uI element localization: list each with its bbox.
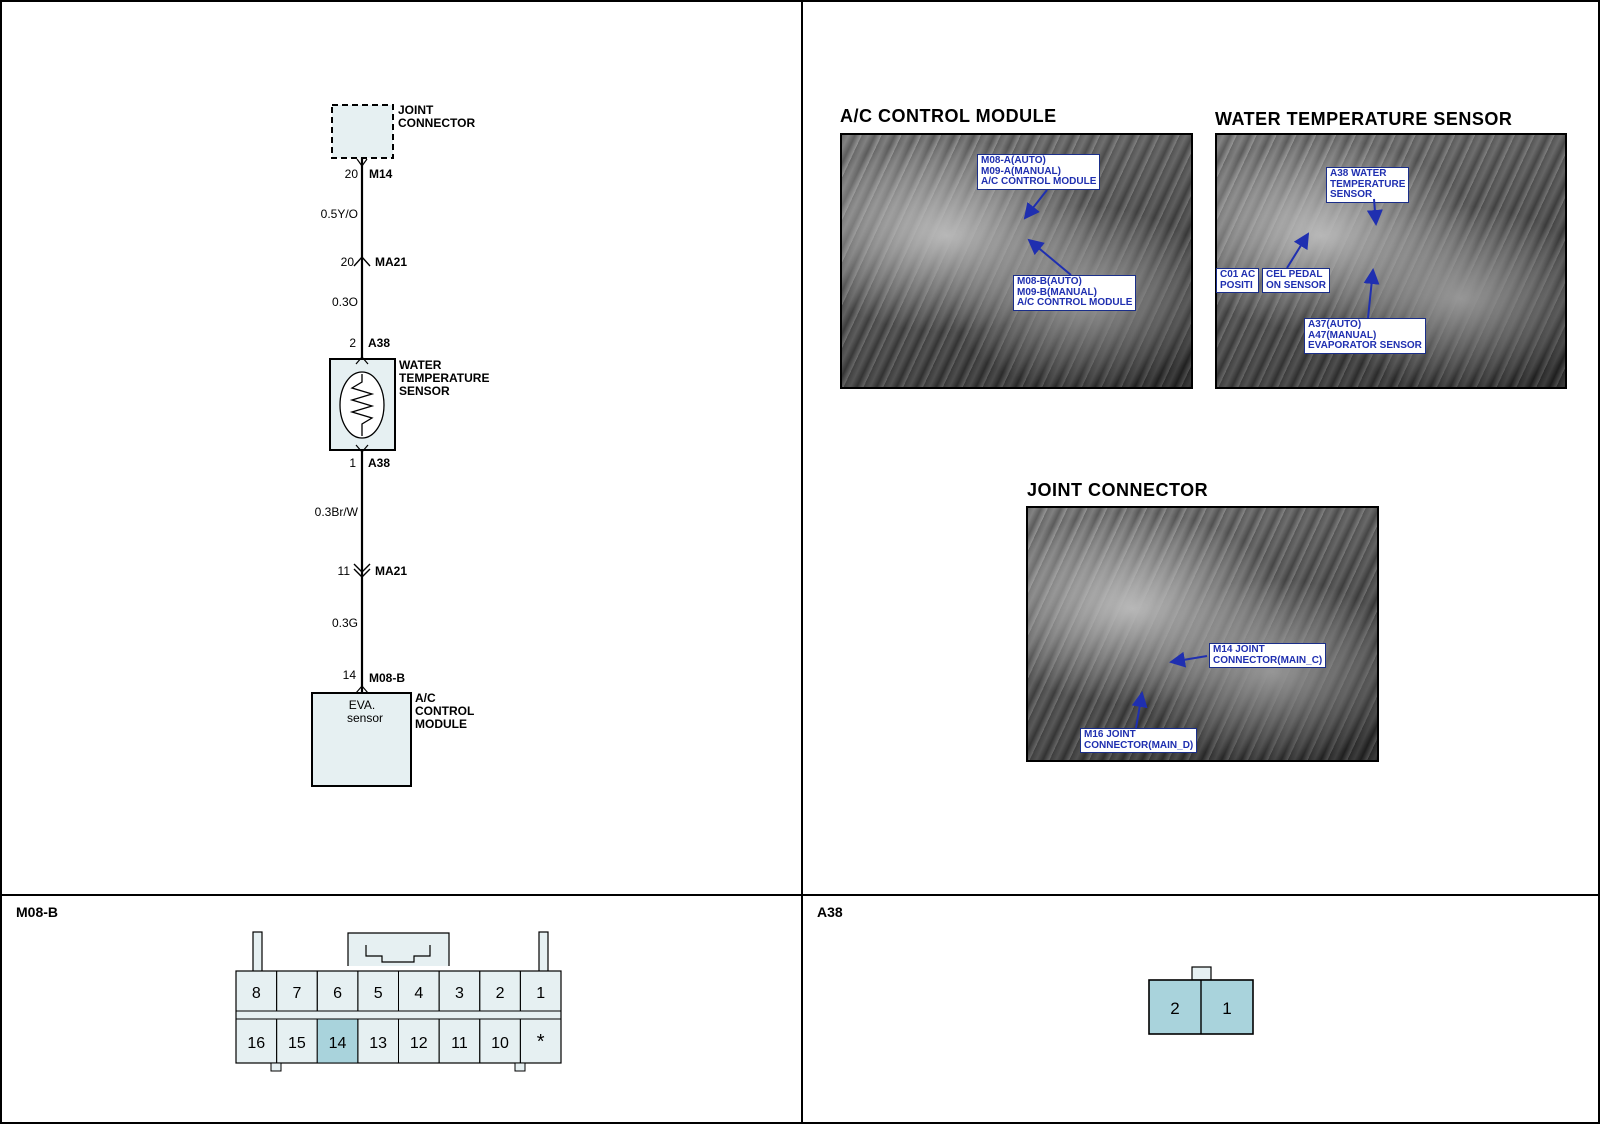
locking-tab <box>270 1062 282 1072</box>
guide-post <box>538 931 549 973</box>
pin-number: 8 <box>252 985 261 1002</box>
connector-m08b-diagram: 8 7 6 5 4 3 2 1 16 15 14 13 12 11 10 * <box>235 931 562 1072</box>
accel-sensor-callout-b: CEL PEDAL ON SENSOR <box>1262 268 1331 293</box>
arrow <box>1027 238 1072 276</box>
water-sensor-photo-title: WATER TEMPERATURE SENSOR <box>1215 109 1513 129</box>
joint-connector-label-2: CONNECTOR <box>398 116 475 130</box>
connector-a38-diagram: 2 1 <box>1148 966 1254 1035</box>
arrow <box>1169 651 1208 668</box>
arrow <box>1131 691 1148 729</box>
pin-number: 11 <box>451 1035 468 1052</box>
pin-number: 2 <box>349 336 356 350</box>
water-sensor-callout: A38 WATER TEMPERATURE SENSOR <box>1326 167 1410 203</box>
connector-id: M14 <box>369 167 393 181</box>
pin-number: 12 <box>410 1035 428 1052</box>
pin-number: 14 <box>329 1035 347 1052</box>
pin-cell <box>519 970 562 1012</box>
ac-module-callout-b: M08-B(AUTO) M09-B(MANUAL) A/C CONTROL MO… <box>1013 275 1137 311</box>
joint-connector-box <box>331 104 394 159</box>
pin-number: 5 <box>374 985 383 1002</box>
connector-m08b-panel: M08-B 8 7 6 5 4 3 2 1 16 15 14 13 12 11 10 * <box>0 894 803 1124</box>
schematic-diagram: JOINT CONNECTOR 20 M14 0.5Y/O 20 MA21 0.… <box>311 103 489 787</box>
sensor-label-1: WATER <box>399 358 442 372</box>
pin-number: 1 <box>349 456 356 470</box>
connector-chevron <box>353 255 371 267</box>
sensor-label-2: TEMPERATURE <box>399 371 489 385</box>
connector-id: M08-B <box>369 671 405 685</box>
photos-panel: A/C CONTROL MODULE M08-A(AUTO) M09-A(MAN… <box>801 0 1600 896</box>
joint-connector-photo-title: JOINT CONNECTOR <box>1027 480 1209 500</box>
a38-pin: 1 <box>1222 999 1231 1018</box>
ac-control-module-box <box>311 692 412 787</box>
connector-a38-title: A38 <box>817 904 843 920</box>
pin-cell <box>316 1018 359 1064</box>
schematic-panel: JOINT CONNECTOR 20 M14 0.5Y/O 20 MA21 0.… <box>0 0 803 896</box>
sensor-label-3: SENSOR <box>399 384 450 398</box>
connector-id: A38 <box>368 456 390 470</box>
pin-number: 2 <box>496 985 505 1002</box>
callout-arrows <box>1023 189 1383 729</box>
arrow <box>1363 268 1380 319</box>
wire-spec: 0.3O <box>332 295 358 309</box>
connector-m08b-title: M08-B <box>16 904 59 920</box>
pin-number: 4 <box>414 985 423 1002</box>
module-label-1: A/C <box>415 691 436 705</box>
connector-chevron <box>353 568 371 578</box>
latch-notch <box>365 945 431 963</box>
pin-number: 16 <box>247 1035 265 1052</box>
pin-number: 10 <box>491 1035 509 1052</box>
pin-number: 7 <box>292 985 301 1002</box>
pin-number: 1 <box>536 985 545 1002</box>
ac-module-photo-title: A/C CONTROL MODULE <box>840 106 1057 126</box>
connector-id: MA21 <box>375 255 407 269</box>
m14-joint-callout: M14 JOINT CONNECTOR(MAIN_C) <box>1209 643 1327 668</box>
connector-m08b-pins: 8 7 6 5 4 3 2 1 16 15 14 13 12 11 10 * <box>235 970 562 1064</box>
pin-cell <box>519 1018 562 1064</box>
module-label-3: MODULE <box>415 717 467 731</box>
joint-connector-photo <box>1026 506 1379 762</box>
connector-chevron <box>353 563 371 573</box>
arrow <box>1023 189 1048 220</box>
resistor-zigzag <box>349 374 375 436</box>
m16-joint-callout: M16 JOINT CONNECTOR(MAIN_D) <box>1080 728 1198 753</box>
connector-latch <box>347 932 450 966</box>
connector-a38-panel: A38 2 1 <box>801 894 1600 1124</box>
evaporator-sensor-callout: A37(AUTO) A47(MANUAL) EVAPORATOR SENSOR <box>1304 318 1426 354</box>
terminal-symbol <box>355 685 369 694</box>
pin-number: * <box>537 1031 545 1053</box>
ac-module-callout-a: M08-A(AUTO) M09-A(MANUAL) A/C CONTROL MO… <box>977 154 1101 190</box>
arrow <box>1366 198 1383 226</box>
pin-number: 3 <box>455 985 464 1002</box>
pin-number: 20 <box>345 167 359 181</box>
pin-number: 13 <box>369 1035 387 1052</box>
wire-spec: 0.3G <box>332 616 358 630</box>
arrow <box>1286 232 1310 269</box>
module-inner-label-1: EVA. <box>349 698 375 712</box>
pin-number: 6 <box>333 985 342 1002</box>
joint-connector-label-1: JOINT <box>398 103 434 117</box>
connector-latch <box>1191 966 1212 981</box>
pin-number: 20 <box>341 255 355 269</box>
pin-number: 11 <box>338 564 351 578</box>
connector-id: MA21 <box>375 564 407 578</box>
pin-number: 14 <box>343 668 357 682</box>
locking-tab <box>514 1062 526 1072</box>
accel-sensor-callout-a: C01 AC POSITI <box>1216 268 1260 293</box>
a38-pin: 2 <box>1170 999 1179 1018</box>
thermistor-symbol <box>339 371 385 439</box>
connector-id: A38 <box>368 336 390 350</box>
wire-spec: 0.5Y/O <box>321 207 358 221</box>
guide-post <box>252 931 263 973</box>
wire-spec: 0.3Br/W <box>315 505 359 519</box>
terminal-symbol <box>355 356 369 365</box>
pin-number: 15 <box>288 1035 306 1052</box>
module-label-2: CONTROL <box>415 704 474 718</box>
terminal-symbol <box>355 444 369 453</box>
module-inner-label-2: sensor <box>347 711 383 725</box>
